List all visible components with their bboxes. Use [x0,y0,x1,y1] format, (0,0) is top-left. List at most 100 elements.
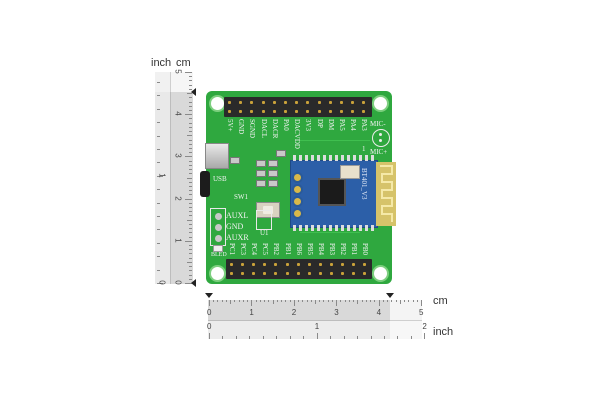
smd-component [230,157,240,164]
audio-jack [200,171,210,197]
module-castellation [305,225,308,231]
ruler-tick [189,266,192,268]
module-pad [292,172,303,183]
module-pad [292,196,303,207]
header-pin [352,263,356,266]
ruler-tick [189,84,192,86]
ruler-tick [189,278,192,280]
bluetooth-soc-chip [318,178,346,206]
header-pin-label: PB2 [272,243,281,256]
ruler-tick [187,219,192,221]
u1-label: U1 [260,229,269,237]
ruler-tick [357,336,359,339]
ruler-tick [259,300,261,302]
smd-component [276,150,286,157]
header-pin-label: PB4 [316,243,325,256]
usb-label: USB [213,175,227,183]
vertical-ruler-inch-measured [155,92,170,284]
module-castellation [365,155,368,161]
ruler-number: 2 [173,195,183,201]
module-castellation [311,155,314,161]
ruler-tick [157,256,160,258]
switch-label: SW1 [234,193,248,201]
header-pin [250,101,254,104]
ruler-tick [185,156,192,158]
ruler-number: 2 [422,322,427,331]
ruler-tick [251,300,253,306]
header-pin-label: PB1 [283,243,292,256]
header-pin-label: DACR [270,119,279,139]
ruler-tick [264,300,266,302]
module-castellation [317,155,320,161]
header-pin [318,263,322,266]
ruler-tick [230,300,232,304]
header-pin [296,272,300,275]
antenna-trace-icon [380,165,393,222]
header-pin [239,101,243,104]
horizontal-ruler-left-marker-icon [205,293,213,298]
header-pin [340,110,343,113]
ruler-tick [189,76,192,78]
module-pad [292,208,303,219]
ruler-tick [395,300,397,302]
vertical-ruler-top-marker-icon [191,88,196,96]
header-pin-label: PC5 [261,243,270,256]
ruler-tick [302,300,304,302]
ruler-tick [189,253,192,255]
module-castellation [299,155,302,161]
ruler-tick [189,139,192,141]
ruler-tick [391,300,393,302]
horizontal-ruler-cm-label: cm [433,295,448,307]
module-castellation [371,225,374,231]
module-castellation [359,155,362,161]
header-pin [228,110,231,113]
ruler-tick [185,240,192,242]
ruler-tick [404,300,406,302]
header-pin [295,101,299,104]
ruler-tick [189,207,192,209]
header-pin [363,263,367,266]
header-pin-label: PC4 [250,243,259,256]
mic-outline [372,129,390,147]
ruler-number: 1 [173,238,183,243]
ruler-tick [189,257,192,259]
ruler-tick [189,152,192,154]
ruler-number: 1 [249,308,254,317]
ruler-tick [189,164,192,166]
header-pin [272,101,276,104]
ruler-tick [268,300,270,302]
header-pin [341,263,344,266]
ruler-tick [316,333,318,339]
ruler-tick [189,160,192,162]
horizontal-ruler-inch-measured [208,321,390,339]
ruler-tick [410,336,412,339]
header-pin [284,110,287,113]
ruler-tick [157,175,163,177]
header-pin [318,272,322,275]
ruler-tick [189,245,192,247]
ruler-number: 5 [419,308,424,317]
module-castellation [353,155,356,161]
mic-plus-label: MIC+ [370,148,388,156]
ruler-number: 0 [157,280,167,285]
ruler-tick [209,300,210,306]
header-pin-label: PA5 [338,119,346,131]
bottom-pin-header [226,259,372,279]
module-castellation [329,225,332,231]
module-castellation [305,155,308,161]
ruler-tick [348,300,350,302]
ruler-tick [353,300,355,302]
header-pin [284,101,287,104]
ruler-tick [189,126,192,128]
aux-label: AUXL [226,211,249,220]
aux-label: GND [226,222,244,231]
module-castellation [311,225,314,231]
ruler-tick [421,300,422,306]
led-label: BLED [211,252,227,258]
ruler-tick [189,122,192,124]
ruler-tick [157,229,160,231]
ruler-tick [189,249,192,251]
header-pin [362,101,366,104]
module-castellation [293,225,296,231]
ruler-tick [397,336,399,339]
